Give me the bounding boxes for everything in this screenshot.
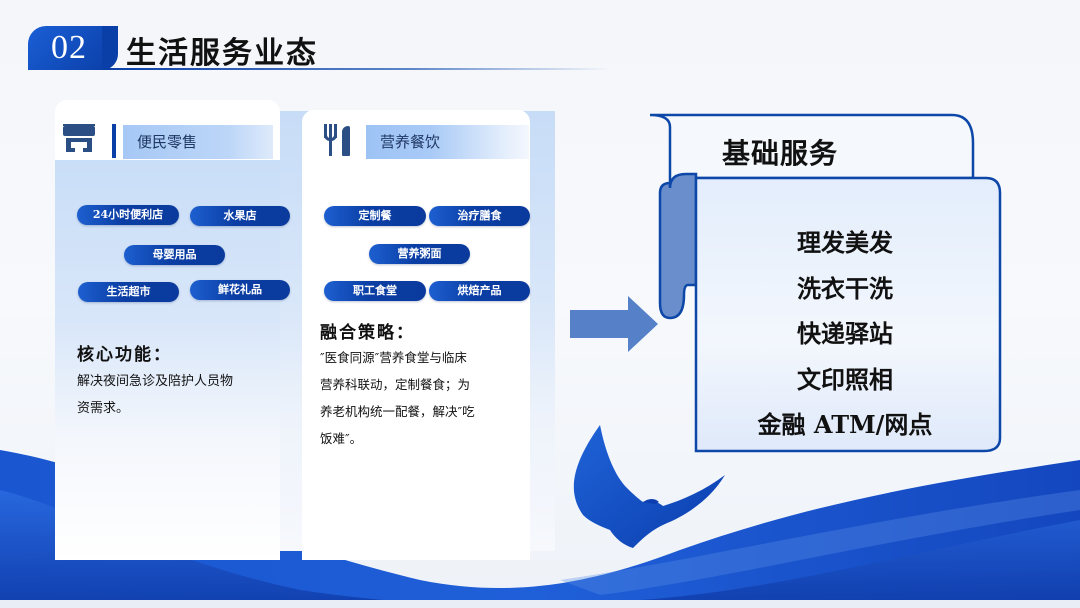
section-header: 02 生活服务业态 <box>28 26 610 72</box>
service-item: 理发美发 <box>797 228 893 257</box>
right-arrow-icon <box>570 296 658 352</box>
card-nutrition-catering: 营养餐饮 定制餐 治疗膳食 营养粥面 职工食堂 烘焙产品 融合策略： ″医食同源… <box>302 100 530 560</box>
tag-pill: 烘焙产品 <box>429 281 530 301</box>
tag-pill: 母婴用品 <box>124 245 225 265</box>
tag-pill: 鲜花礼品 <box>190 280 290 300</box>
service-item: 金融 ATM/网点 <box>757 410 933 439</box>
tag-pill: 24小时便利店 <box>77 205 179 225</box>
basic-services-list: 理发美发 洗衣干洗 快递驿站 文印照相 金融 ATM/网点 <box>700 220 990 448</box>
card-convenience-retail: 便民零售 24小时便利店 水果店 母婴用品 生活超市 鲜花礼品 核心功能： 解决… <box>55 100 290 560</box>
service-item: 洗衣干洗 <box>797 273 893 303</box>
service-item: 快递驿站 <box>797 319 893 348</box>
description-title: 核心功能： <box>77 345 172 365</box>
store-icon <box>63 122 103 158</box>
category-label: 便民零售 <box>123 125 273 159</box>
accent-bar <box>112 124 116 158</box>
tag-pill: 治疗膳食 <box>429 206 530 226</box>
tag-pill: 职工食堂 <box>324 281 426 301</box>
wave-background <box>0 450 1080 608</box>
description-title: 融合策略： <box>320 323 415 343</box>
category-label: 营养餐饮 <box>366 125 529 159</box>
section-number-badge: 02 <box>28 26 110 70</box>
scroll-frame <box>649 113 1002 453</box>
fork-knife-icon <box>324 124 356 158</box>
tag-pill: 水果店 <box>190 206 290 226</box>
description-text: 解决夜间急诊及陪护人员物 资需求。 <box>77 374 234 416</box>
basic-services-title: 基础服务 <box>722 137 839 170</box>
tag-pill: 定制餐 <box>324 206 426 226</box>
service-item: 文印照相 <box>797 364 893 394</box>
header-underline <box>110 68 610 70</box>
eagle-logo-icon <box>573 425 725 548</box>
page-title: 生活服务业态 <box>126 36 318 71</box>
tag-pill: 生活超市 <box>78 282 179 302</box>
description-text: ″医食同源″营养食堂与临床 营养科联动，定制餐食；为 养老机构统一配餐，解决″吃… <box>320 350 475 446</box>
tag-pill: 营养粥面 <box>369 244 470 264</box>
